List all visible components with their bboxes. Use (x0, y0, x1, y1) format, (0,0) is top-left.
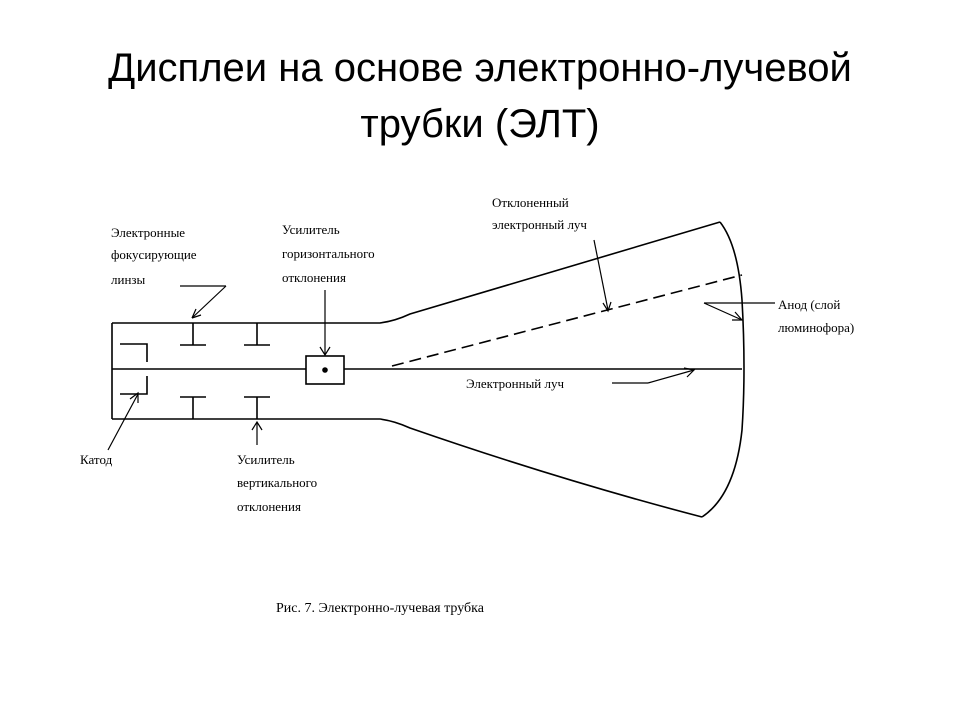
horizontal-deflection-dot (322, 367, 328, 373)
title-line-1: Дисплеи на основе электронно-лучевой (108, 46, 852, 90)
deflected-beam-line (391, 274, 743, 367)
label-focusing-lenses-3: линзы (111, 272, 146, 287)
label-deflected-beam-2: электронный луч (492, 217, 587, 232)
pointer-horizontal-amplifier (319, 290, 331, 357)
label-focusing-lenses-2: фокусирующие (111, 247, 197, 262)
figure-caption: Рис. 7. Электронно-лучевая трубка (276, 601, 485, 616)
label-deflected-beam-1: Отклоненный (492, 195, 569, 210)
label-horizontal-amplifier: Усилитель горизонтального отклонения (282, 222, 378, 285)
pointer-electron-beam (612, 367, 696, 384)
label-cathode: Катод (80, 452, 113, 467)
pointer-anode (703, 302, 775, 321)
label-focusing-lenses-1: Электронные (111, 225, 185, 240)
pointer-focusing-lenses (180, 285, 227, 319)
label-horizontal-amplifier-2: горизонтального (282, 246, 375, 261)
focusing-lens-2 (244, 323, 270, 419)
label-deflected-beam: Отклоненный электронный луч (492, 195, 587, 232)
label-vertical-amplifier-1: Усилитель (237, 452, 295, 467)
label-vertical-amplifier-3: отклонения (237, 499, 301, 514)
label-vertical-amplifier-2: вертикального (237, 475, 317, 490)
pointer-vertical-amplifier (251, 420, 263, 445)
label-vertical-amplifier: Усилитель вертикального отклонения (237, 452, 320, 514)
label-horizontal-amplifier-3: отклонения (282, 270, 346, 285)
label-anode-1: Анод (слой (778, 297, 840, 312)
title-line-2: трубки (ЭЛТ) (360, 102, 600, 146)
tube-outline-bottom (112, 418, 703, 518)
label-anode-2: люминофора) (778, 320, 854, 335)
pointer-cathode (107, 391, 139, 451)
screen-face (701, 221, 745, 518)
cathode-lower (120, 376, 148, 395)
label-electron-beam: Электронный луч (466, 376, 564, 391)
cathode-upper (120, 343, 148, 362)
focusing-lens-1 (180, 323, 206, 419)
label-anode: Анод (слой люминофора) (778, 297, 854, 335)
slide-title: Дисплеи на основе электронно-лучевой тру… (40, 40, 920, 152)
label-focusing-lenses: Электронные фокусирующие линзы (111, 225, 200, 287)
tube-outline-top (112, 221, 721, 324)
label-horizontal-amplifier-1: Усилитель (282, 222, 340, 237)
pointer-deflected-beam (593, 239, 612, 313)
